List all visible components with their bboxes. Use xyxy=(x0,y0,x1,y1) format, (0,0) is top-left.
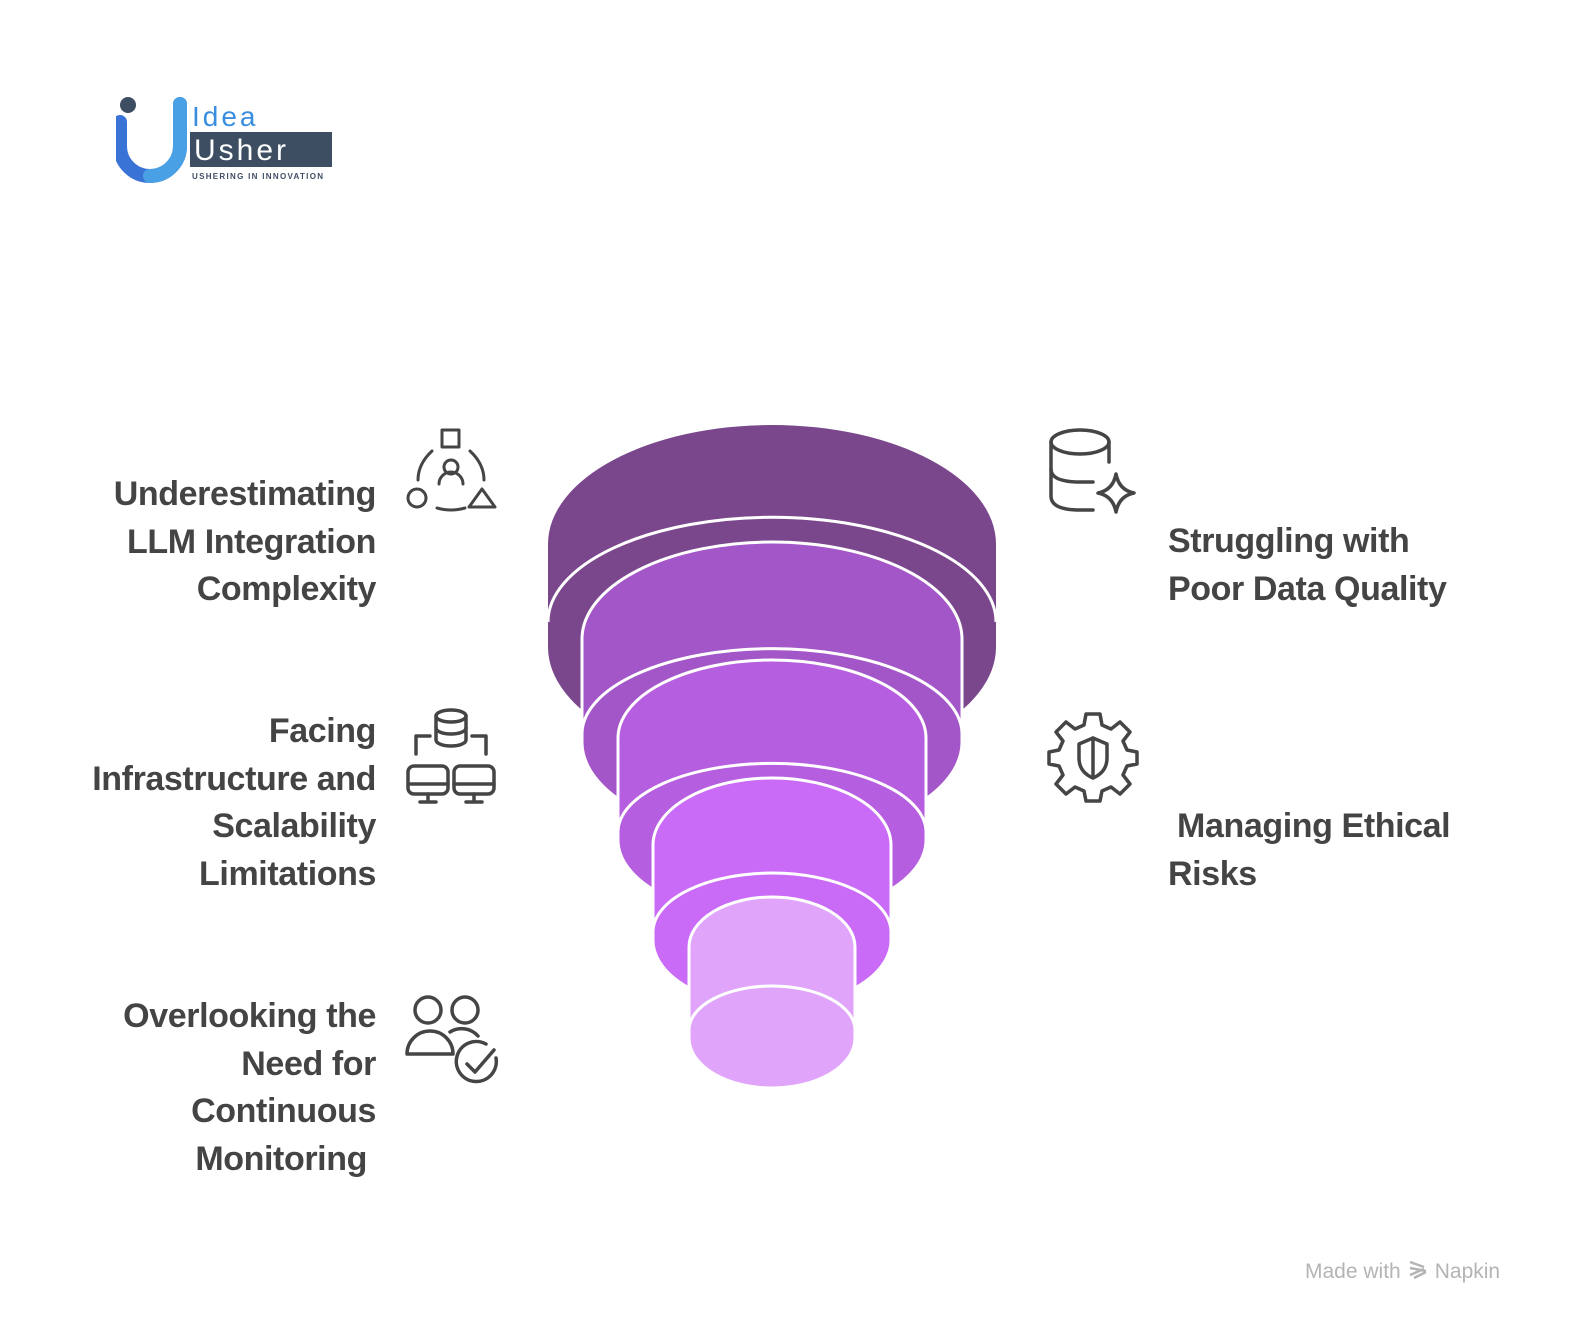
funnel-tier-rim xyxy=(687,984,857,1031)
gear-shield-icon xyxy=(1044,708,1142,806)
people-shapes-network-icon xyxy=(402,426,502,516)
database-sparkle-icon xyxy=(1046,426,1138,518)
made-with-napkin-footer: Made with Napkin xyxy=(1305,1258,1500,1286)
logo-brand-top: Idea xyxy=(192,101,259,132)
funnel-tier-rim xyxy=(580,647,964,735)
funnel-tier-rim xyxy=(616,761,928,833)
made-with-text: Made with xyxy=(1305,1260,1401,1283)
napkin-logo-icon xyxy=(1407,1258,1429,1286)
funnel-tier-5 xyxy=(687,895,857,1090)
funnel-tier-rim xyxy=(651,871,893,933)
users-check-icon xyxy=(402,992,502,1090)
idea-usher-logo: Idea Usher USHERING IN INNOVATION xyxy=(113,94,336,184)
funnel-tier-rim xyxy=(546,515,998,623)
napkin-brand-text: Napkin xyxy=(1434,1260,1501,1283)
logo-brand-bottom: Usher xyxy=(194,134,289,167)
funnel-tier-body xyxy=(687,895,857,1090)
logo-tagline: USHERING IN INNOVATION xyxy=(192,172,324,181)
database-computers-icon xyxy=(404,706,500,806)
